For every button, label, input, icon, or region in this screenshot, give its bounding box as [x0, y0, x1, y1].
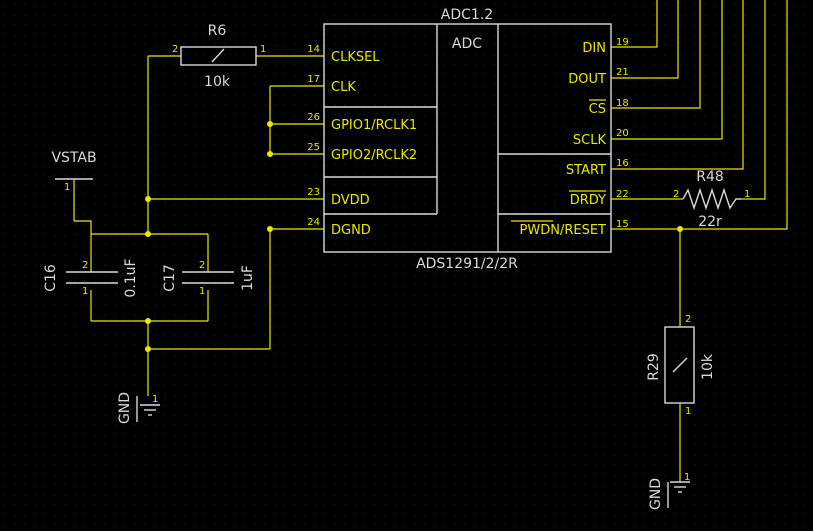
r48-pin-number: 2	[673, 189, 679, 200]
spi-bus-wires[interactable]	[641, 0, 788, 230]
junction-dot	[145, 318, 151, 324]
adc-pin-number: 16	[616, 158, 629, 169]
adc-pin-name: GPIO2/RCLK2	[331, 148, 417, 163]
r29-pin-number: 1	[685, 406, 691, 417]
junction-dot	[267, 226, 273, 232]
adc-pin-name: DVDD	[331, 193, 370, 208]
c16-value: 0.1uF	[123, 258, 139, 297]
resistor-r6[interactable]: R6 10k 2 1	[148, 23, 294, 90]
adc-pin-number: 24	[307, 217, 320, 228]
r6-value: 10k	[204, 74, 231, 90]
adc-section-label: ADC	[452, 36, 482, 52]
adc-pin-number: 20	[616, 128, 629, 139]
c16-ref: C16	[43, 264, 59, 292]
r48-pin-number: 1	[744, 189, 750, 200]
adc-pin-number: 14	[307, 44, 320, 55]
adc-pin-name: SCLK	[573, 133, 607, 148]
adc-designator: ADC1.2	[441, 7, 493, 23]
adc-pin-name: PWDN/RESET	[520, 223, 607, 238]
c16-pin-number: 2	[82, 260, 88, 271]
c16-pin-number: 1	[82, 286, 88, 297]
capacitor-c17[interactable]: C17 1uF 2 1	[162, 260, 256, 297]
c17-value: 1uF	[240, 265, 256, 291]
adc-pin-name: CLKSEL	[331, 50, 380, 65]
r6-pin-number: 2	[172, 44, 178, 55]
r29-ref: R29	[646, 353, 662, 381]
adc-pin-name: DIN	[582, 41, 606, 56]
vstab-label: VSTAB	[51, 150, 96, 166]
c17-ref: C17	[162, 264, 178, 292]
vstab-power-port[interactable]: VSTAB 1	[51, 150, 97, 234]
gnd-right-pin-number: 1	[684, 472, 690, 483]
adc-pin-name: CLK	[331, 80, 356, 95]
junction-dot	[145, 346, 151, 352]
r6-pin-number: 1	[260, 44, 266, 55]
adc-pin-number: 19	[616, 37, 629, 48]
junction-dot	[677, 226, 683, 232]
r29-value: 10k	[700, 353, 716, 380]
resistor-r29[interactable]: R29 10k 2 1	[646, 229, 716, 482]
r29-pin-number: 2	[685, 314, 691, 325]
adc-pin-number: 22	[616, 189, 629, 200]
junction-dot	[267, 151, 273, 157]
adc-component[interactable]: ADC1.2 ADC ADS1291/2/2R 14 17 26 25 23 2…	[294, 7, 641, 272]
adc-pin-name: CS	[589, 102, 606, 117]
adc-pin-number: 15	[616, 219, 629, 230]
ground-symbol-left[interactable]: GND 1	[117, 392, 160, 424]
adc-part-number: ADS1291/2/2R	[416, 256, 518, 272]
adc-pin-name: GPIO1/RCLK1	[331, 118, 417, 133]
adc-pin-name: DOUT	[568, 72, 606, 87]
adc-pin-name: DRDY	[570, 193, 606, 208]
adc-pin-number: 21	[616, 67, 629, 78]
junction-dot	[145, 196, 151, 202]
adc-pin-number: 25	[307, 142, 320, 153]
gnd-right-label: GND	[648, 478, 664, 510]
ground-symbol-right[interactable]: GND 1	[648, 472, 690, 510]
r48-value: 22r	[698, 214, 722, 230]
r48-ref: R48	[696, 169, 724, 185]
junction-dot	[267, 121, 273, 127]
capacitor-c16[interactable]: C16 0.1uF 2 1	[43, 258, 139, 297]
adc-pin-name: START	[566, 163, 606, 178]
gnd-left-pin-number: 1	[152, 394, 158, 405]
r6-ref: R6	[208, 23, 227, 39]
adc-pin-number: 26	[307, 112, 320, 123]
adc-pin-number: 18	[616, 98, 629, 109]
adc-pin-number: 23	[307, 187, 320, 198]
adc-pin-name: DGND	[331, 223, 371, 238]
c17-pin-number: 1	[199, 286, 205, 297]
resistor-r48[interactable]: R48 22r 2 1	[641, 169, 750, 230]
vstab-pin-number: 1	[64, 182, 70, 193]
c17-pin-number: 2	[199, 260, 205, 271]
adc-pin-number: 17	[307, 74, 320, 85]
junction-dot	[145, 231, 151, 237]
gnd-left-label: GND	[117, 392, 133, 424]
